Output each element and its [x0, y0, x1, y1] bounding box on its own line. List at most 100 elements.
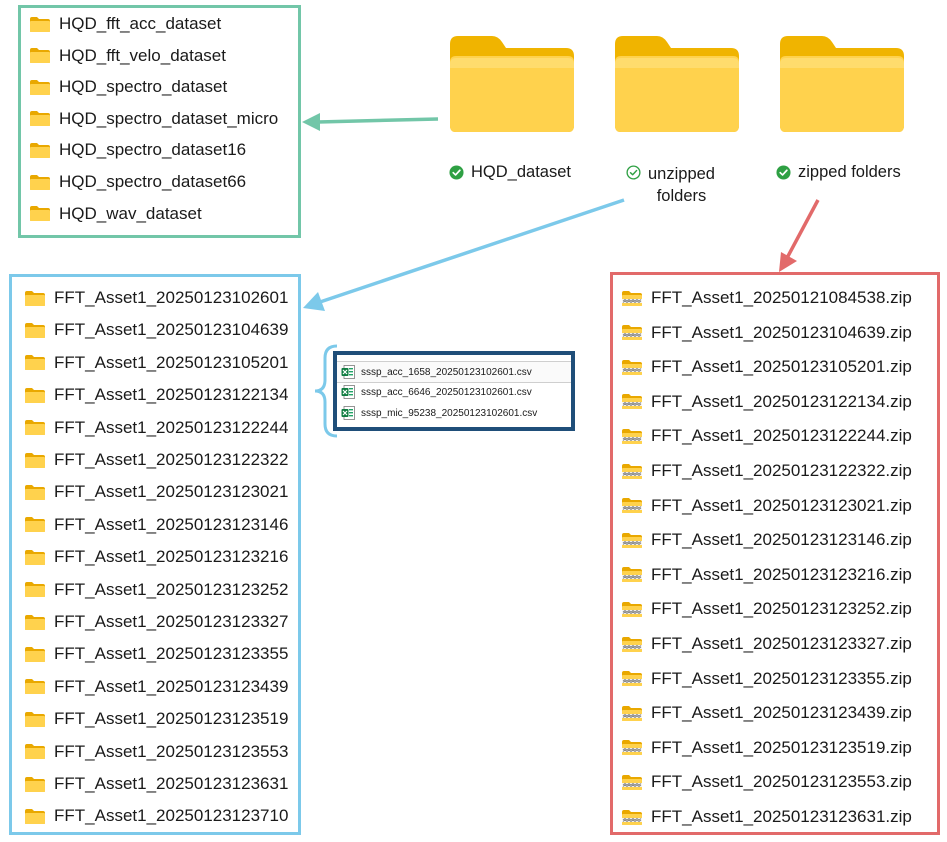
folder-icon: [778, 34, 906, 134]
zip-file-name: FFT_Asset1_20250123104639.zip: [651, 322, 912, 342]
sync-check-icon: [776, 165, 791, 180]
folder-icon: [24, 743, 46, 760]
folder-list-item[interactable]: FFT_Asset1_20250123105201: [12, 350, 298, 376]
red-arrow: [779, 199, 820, 272]
folder-icon: [24, 484, 46, 501]
folder-list-item[interactable]: FFT_Asset1_20250123123631: [12, 771, 298, 797]
zip-list-item[interactable]: FFT_Asset1_20250123122134.zip: [613, 389, 937, 415]
folder-icon: [29, 174, 51, 191]
folder-label-line2: folders: [656, 187, 707, 205]
zip-list-item[interactable]: FFT_Asset1_20250123123439.zip: [613, 700, 937, 726]
zip-folder-icon: [621, 774, 643, 791]
csv-file-item[interactable]: sssp_acc_1658_20250123102601.csv: [337, 361, 571, 383]
folder-list-item[interactable]: HQD_spectro_dataset_micro: [21, 106, 298, 132]
folder-list-item[interactable]: FFT_Asset1_20250123123252: [12, 577, 298, 603]
sync-check-icon: [449, 165, 464, 180]
folder-list-item[interactable]: HQD_fft_acc_dataset: [21, 11, 298, 37]
folder-list-item[interactable]: FFT_Asset1_20250123122134: [12, 382, 298, 408]
folder-label: HQD_dataset: [471, 163, 571, 181]
folder-list-item[interactable]: FFT_Asset1_20250123123519: [12, 706, 298, 732]
zip-file-name: FFT_Asset1_20250123122322.zip: [651, 461, 912, 480]
folder-icon: [29, 79, 51, 96]
zip-file-name: FFT_Asset1_20250123123631.zip: [651, 807, 912, 826]
csv-file-item[interactable]: sssp_acc_6646_20250123102601.csv: [337, 382, 571, 402]
folder-label: unzipped: [648, 165, 715, 183]
folder-list-item[interactable]: FFT_Asset1_20250123123710: [12, 803, 298, 829]
zip-list-item[interactable]: FFT_Asset1_20250123123327.zip: [613, 631, 937, 657]
folder-name: HQD_spectro_dataset: [59, 77, 228, 97]
folder-icon: [24, 614, 46, 631]
zip-folder-icon: [621, 601, 643, 618]
folder-name: HQD_spectro_dataset16: [59, 140, 247, 160]
zip-list-item[interactable]: FFT_Asset1_20250123122322.zip: [613, 458, 937, 484]
folder-name: FFT_Asset1_20250123123710: [54, 806, 289, 826]
folder-icon: [24, 776, 46, 793]
excel-csv-icon: [341, 406, 355, 420]
zip-file-name: FFT_Asset1_20250123123553.zip: [651, 772, 912, 792]
zip-list-item[interactable]: FFT_Asset1_20250123123146.zip: [613, 527, 937, 553]
green-arrow: [302, 113, 439, 131]
folder-list-item[interactable]: HQD_fft_velo_dataset: [21, 43, 298, 69]
folder-list-item[interactable]: HQD_wav_dataset: [21, 201, 298, 227]
folder-list-item[interactable]: FFT_Asset1_20250123122322: [12, 447, 298, 473]
zip-folder-icon: [621, 809, 643, 826]
folder-name: FFT_Asset1_20250123123519: [54, 709, 289, 729]
folder-list-item[interactable]: FFT_Asset1_20250123104639: [12, 317, 298, 343]
folder-list-item[interactable]: HQD_spectro_dataset66: [21, 169, 298, 195]
folder-list-item[interactable]: FFT_Asset1_20250123123021: [12, 479, 298, 505]
folder-icon: [29, 16, 51, 33]
folder-icon: [29, 205, 51, 222]
folder-name: FFT_Asset1_20250123123021: [54, 482, 289, 502]
zip-list-item[interactable]: FFT_Asset1_20250123122244.zip: [613, 423, 937, 449]
folder-list-item[interactable]: FFT_Asset1_20250123102601: [12, 285, 298, 311]
folder-name: FFT_Asset1_20250123104639: [54, 320, 289, 340]
folder-icon: [24, 419, 46, 436]
zip-list-item[interactable]: FFT_Asset1_20250123123553.zip: [613, 769, 937, 795]
zip-folder-icon: [621, 532, 643, 549]
folder-list-item[interactable]: HQD_spectro_dataset16: [21, 137, 298, 163]
excel-csv-icon: [341, 385, 355, 399]
blue-arrow: [303, 198, 625, 311]
zip-list-item[interactable]: FFT_Asset1_20250121084538.zip: [613, 285, 937, 311]
folder-name: FFT_Asset1_20250123122322: [54, 450, 289, 469]
csv-file-item[interactable]: sssp_mic_95238_20250123102601.csv: [337, 403, 571, 423]
folder-list-item[interactable]: FFT_Asset1_20250123123553: [12, 739, 298, 765]
zip-list-item[interactable]: FFT_Asset1_20250123123631.zip: [613, 804, 937, 830]
folder-icon: [613, 34, 741, 134]
zip-list-item[interactable]: FFT_Asset1_20250123123355.zip: [613, 666, 937, 692]
zip-folder-icon: [621, 497, 643, 514]
zip-list-item[interactable]: FFT_Asset1_20250123123021.zip: [613, 493, 937, 519]
folder-list-item[interactable]: FFT_Asset1_20250123122244: [12, 415, 298, 441]
folder-name: FFT_Asset1_20250123102601: [54, 288, 289, 307]
zip-file-name: FFT_Asset1_20250123123327.zip: [651, 634, 912, 653]
folder-list-item[interactable]: FFT_Asset1_20250123123327: [12, 609, 298, 635]
folder-name: FFT_Asset1_20250123123216: [54, 547, 289, 567]
zip-folder-icon: [621, 670, 643, 687]
folder-list-item[interactable]: FFT_Asset1_20250123123439: [12, 674, 298, 700]
folder-name: HQD_fft_acc_dataset: [59, 14, 222, 33]
zip-list-item[interactable]: FFT_Asset1_20250123123252.zip: [613, 596, 937, 622]
folder-icon: [24, 808, 46, 825]
zip-file-name: FFT_Asset1_20250123105201.zip: [651, 357, 912, 377]
folder-name: FFT_Asset1_20250123105201: [54, 352, 289, 372]
zip-list-item[interactable]: FFT_Asset1_20250123105201.zip: [613, 354, 937, 380]
zip-file-name: FFT_Asset1_20250123123439.zip: [651, 703, 912, 723]
zip-list-item[interactable]: FFT_Asset1_20250123104639.zip: [613, 320, 937, 346]
folder-list-item[interactable]: HQD_spectro_dataset: [21, 74, 298, 100]
folder-list-item[interactable]: FFT_Asset1_20250123123216: [12, 544, 298, 570]
zip-list-item[interactable]: FFT_Asset1_20250123123216.zip: [613, 562, 937, 588]
folder-list-item[interactable]: FFT_Asset1_20250123123355: [12, 641, 298, 667]
zip-folder-icon: [621, 290, 643, 307]
zip-folder-icon: [621, 393, 643, 410]
zip-file-name: FFT_Asset1_20250121084538.zip: [651, 288, 912, 307]
csv-files-panel: sssp_acc_1658_20250123102601.csv sssp_acc…: [333, 351, 575, 431]
zip-folder-icon: [621, 359, 643, 376]
zip-folder-icon: [621, 705, 643, 722]
sync-check-outline-icon: [626, 165, 641, 180]
folder-list-item[interactable]: FFT_Asset1_20250123123146: [12, 512, 298, 538]
zip-list-item[interactable]: FFT_Asset1_20250123123519.zip: [613, 735, 937, 761]
zip-file-name: FFT_Asset1_20250123123355.zip: [651, 668, 912, 688]
csv-file-name: sssp_acc_6646_20250123102601.csv: [361, 386, 532, 398]
